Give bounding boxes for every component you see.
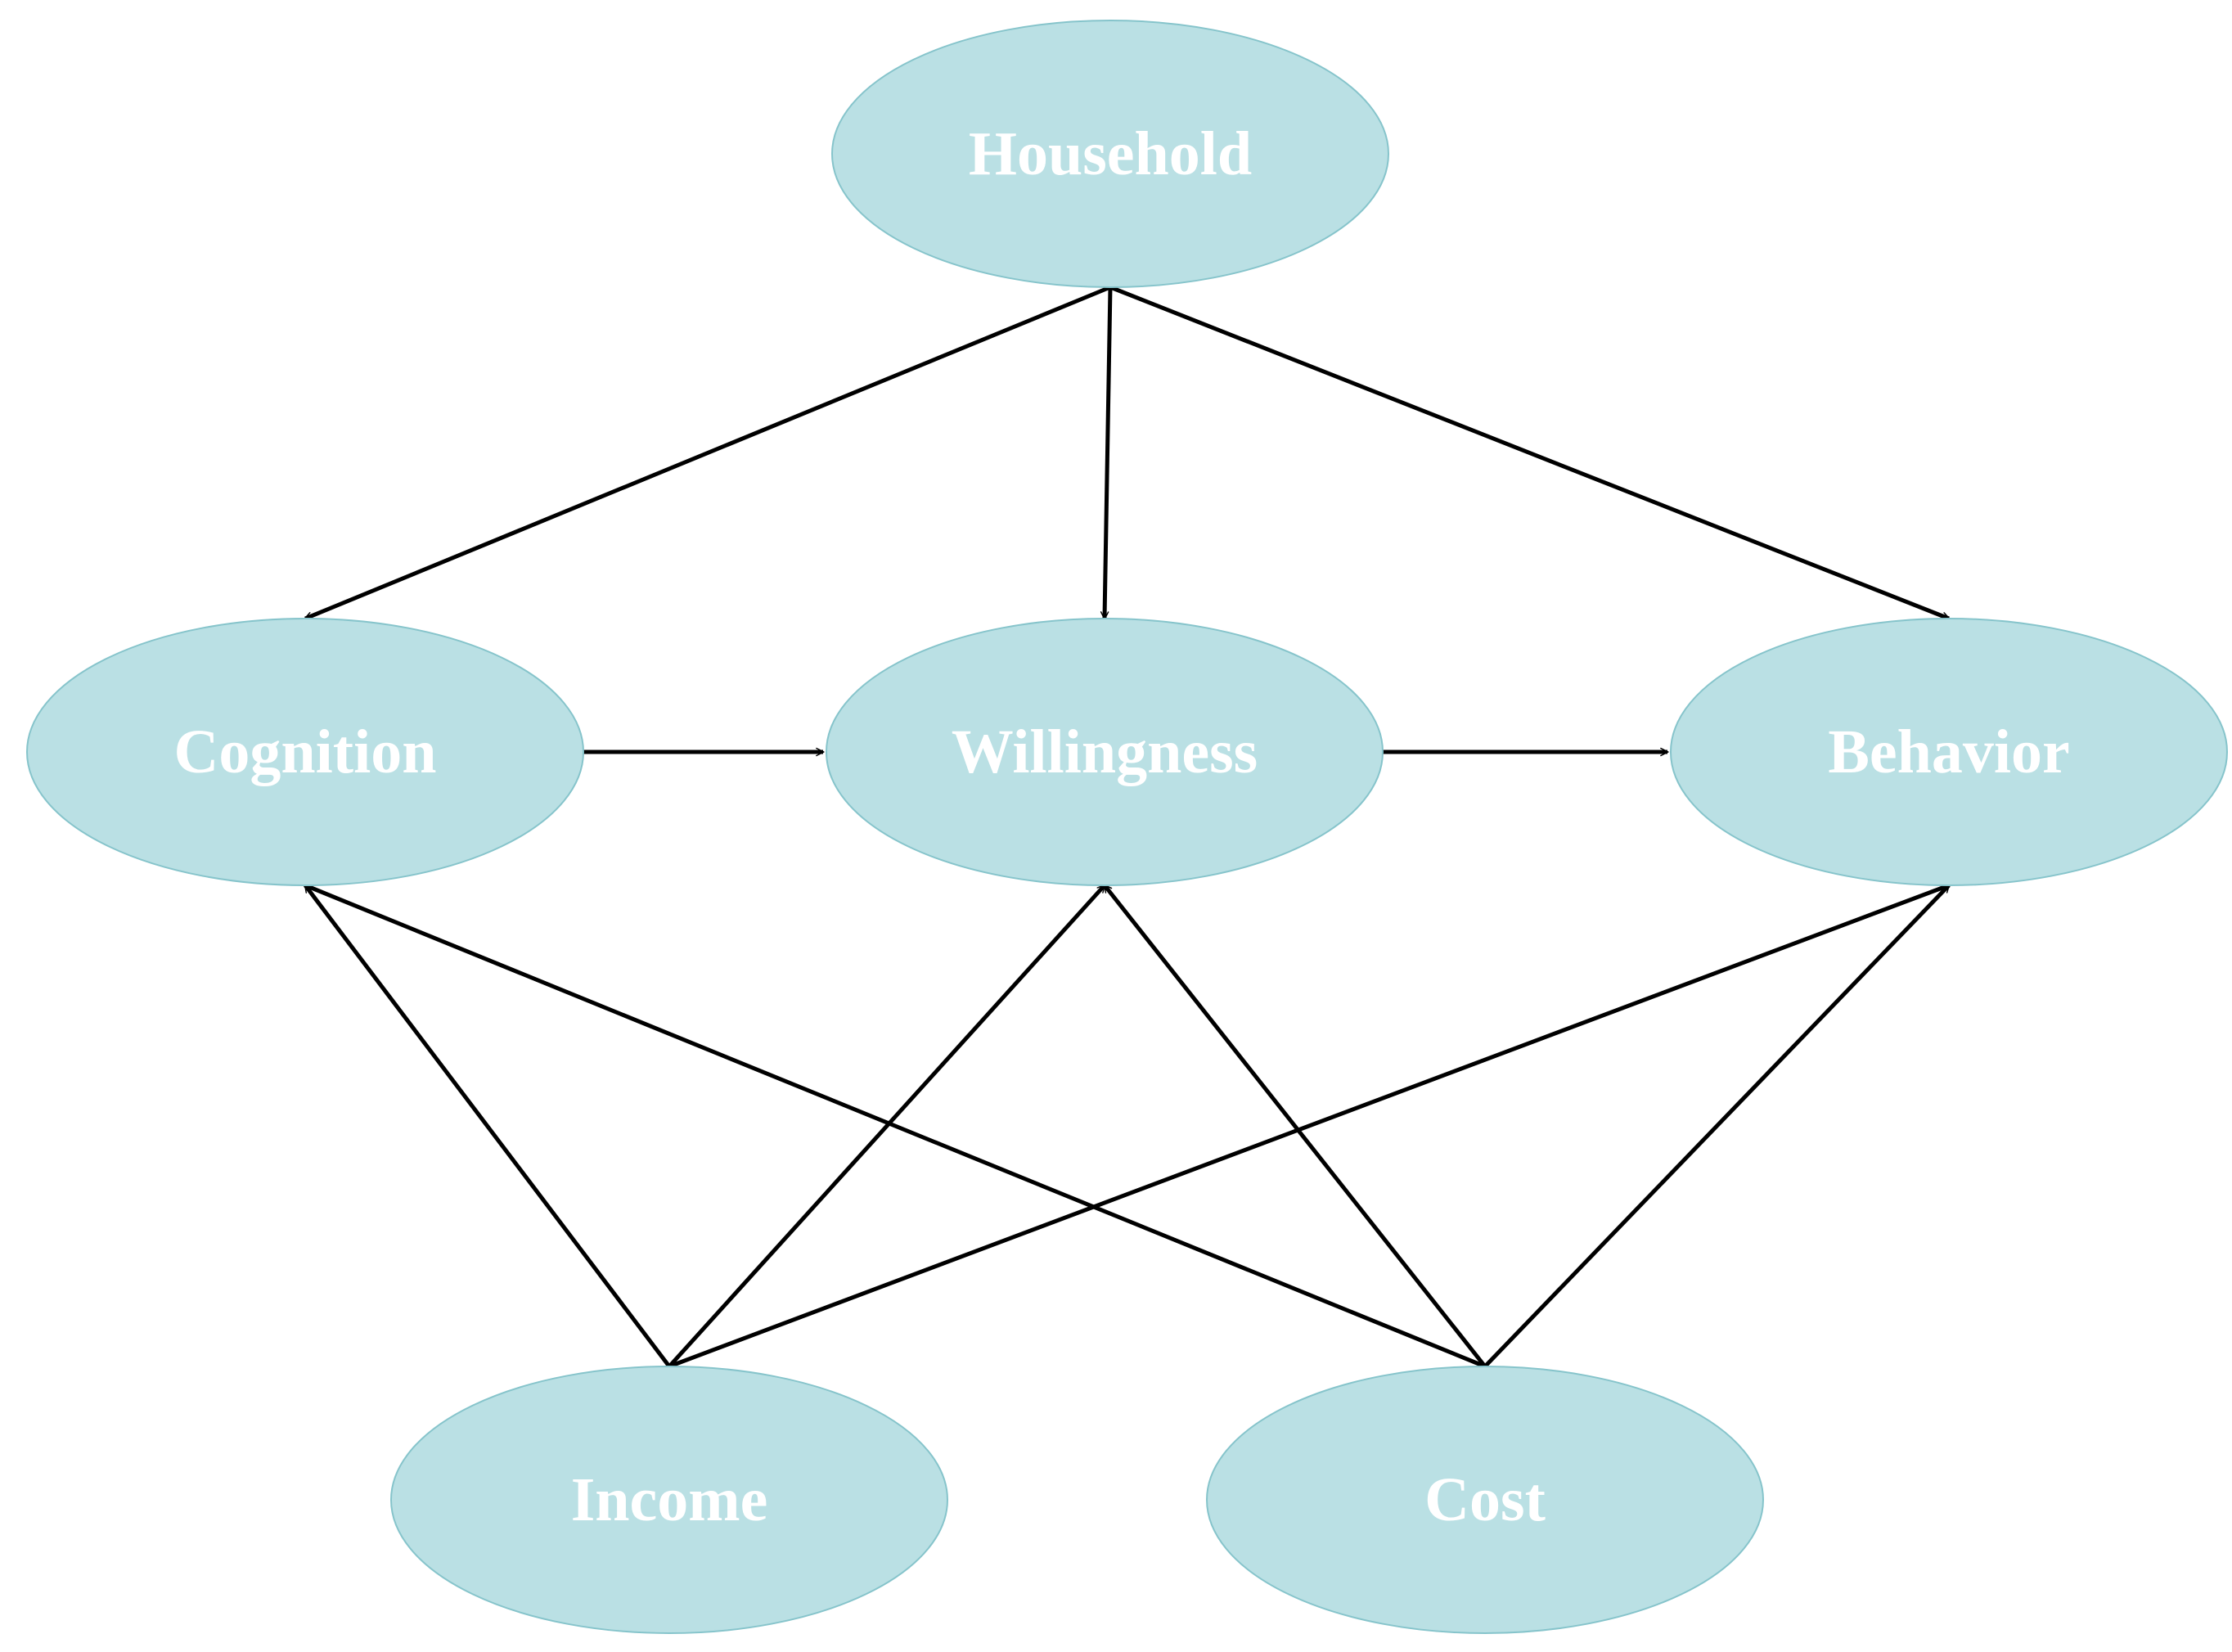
node-cognition-label: Cognition <box>174 718 437 786</box>
node-cost-label: Cost <box>1424 1465 1546 1534</box>
node-household: Household <box>831 20 1389 288</box>
edge-cost-to-willingness <box>1103 884 1487 1368</box>
edge-cost-to-cognition <box>304 883 1486 1369</box>
edge-household-to-willingness <box>1100 286 1113 620</box>
edge-cost-to-behavior <box>1483 884 1951 1368</box>
edge-household-to-behavior <box>1109 285 1951 621</box>
node-cognition: Cognition <box>26 618 584 886</box>
node-income-label: Income <box>571 1465 768 1534</box>
node-behavior-ellipse <box>1670 618 2228 886</box>
node-willingness: Willingness <box>826 618 1384 886</box>
node-income: Income <box>390 1366 948 1634</box>
node-behavior-label: Behavior <box>1828 718 2070 786</box>
node-income-ellipse <box>390 1366 948 1634</box>
edge-income-to-behavior <box>668 883 1951 1369</box>
edge-household-to-cognition <box>304 285 1111 621</box>
node-household-ellipse <box>831 20 1389 288</box>
node-behavior: Behavior <box>1670 618 2228 886</box>
node-household-label: Household <box>969 119 1252 188</box>
node-cost: Cost <box>1206 1366 1764 1634</box>
edge-income-to-willingness <box>668 884 1106 1368</box>
node-cost-ellipse <box>1206 1366 1764 1634</box>
node-willingness-label: Willingness <box>952 718 1258 786</box>
node-cognition-ellipse <box>26 618 584 886</box>
edges-layer <box>304 285 1951 1369</box>
edge-income-to-cognition <box>304 884 671 1368</box>
nodes-layer: Household Cognition Willingness Behavior… <box>26 20 2228 1634</box>
node-willingness-ellipse <box>826 618 1384 886</box>
